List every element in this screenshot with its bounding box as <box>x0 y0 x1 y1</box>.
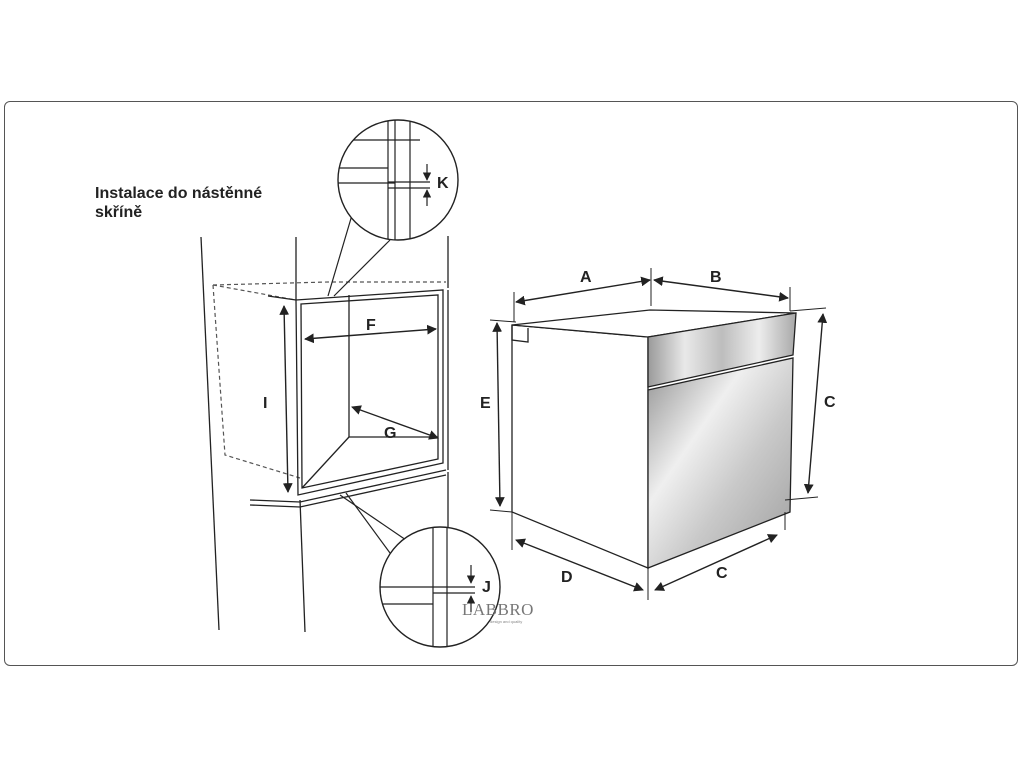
brand-logo: LABBRO design and quality <box>462 600 534 624</box>
dashed-oven-outline <box>212 281 446 479</box>
label-g: G <box>384 425 396 442</box>
diagram-frame <box>4 101 1018 666</box>
label-d: D <box>561 569 573 586</box>
detail-bubble-j: J <box>339 492 501 648</box>
label-i: I <box>263 395 267 412</box>
dim-i-arrow <box>279 305 293 493</box>
label-k: K <box>437 175 449 192</box>
label-a: A <box>580 269 592 286</box>
oven-extension-lines <box>489 268 827 600</box>
oven-body <box>511 309 797 569</box>
label-c-depth: C <box>716 565 728 582</box>
label-j: J <box>482 579 491 596</box>
dim-f-arrow <box>304 324 437 344</box>
label-e: E <box>480 395 491 412</box>
label-f: F <box>366 317 376 334</box>
detail-bubble-k: K <box>327 119 459 297</box>
cabinet-dimensions <box>279 305 439 493</box>
oven-dimensions <box>492 276 828 592</box>
label-c-height: C <box>824 394 836 411</box>
oven-control-panel <box>647 312 797 388</box>
oven-door <box>647 357 794 569</box>
title-line-1: Instalace do nástěnné <box>95 185 263 202</box>
title-line-2: skříně <box>95 204 143 221</box>
label-b: B <box>710 269 722 286</box>
niche-opening <box>267 289 444 496</box>
logo-brand: LABBRO <box>462 600 534 619</box>
dim-g-arrow <box>351 405 439 440</box>
diagram-title: Instalace do nástěnné skříně <box>95 184 325 222</box>
logo-tagline: design and quality <box>490 619 522 624</box>
